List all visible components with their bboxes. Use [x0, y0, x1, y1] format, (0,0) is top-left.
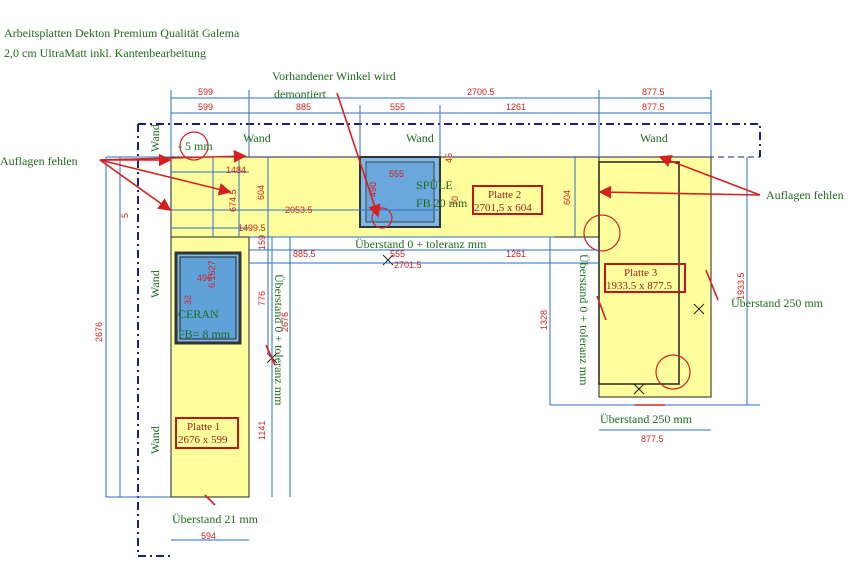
auflagen-right-note: Auflagen fehlen: [766, 188, 844, 202]
plate-3-name: Platte 3: [624, 267, 658, 279]
dim-1141: 1141: [257, 421, 267, 440]
plate-2-size: 2701,5 x 604: [474, 202, 532, 214]
dim-1328: 1328: [539, 310, 549, 330]
dim-674-5: 674.5: [228, 189, 238, 212]
title-line-1: Arbeitsplatten Dekton Premium Qualität G…: [4, 26, 240, 40]
wall-outline: [137, 123, 761, 557]
dim-1933-5: 1933.5: [736, 272, 746, 300]
dim-877-5-a: 877.5: [642, 87, 665, 97]
plate-2-name: Platte 2: [488, 189, 521, 201]
dim-776: 776: [257, 291, 267, 306]
dim-885: 885: [296, 102, 311, 112]
overhang-vertical-right: Überstand 0 + toleranz mm: [577, 254, 591, 386]
winkel-note-line2: demontiert: [274, 87, 327, 101]
dim-490: 490: [368, 182, 378, 197]
dim-599-a: 599: [198, 87, 213, 97]
minus-5mm-note: - 5 mm: [178, 139, 213, 153]
dim-1484: 1484: [226, 165, 246, 175]
ceran-label: CERAN: [178, 307, 219, 321]
wall-label-top-2: Wand: [406, 131, 434, 145]
dim-2053-5: 2053.5: [285, 205, 313, 215]
dim-877-5-b: 877.5: [642, 102, 665, 112]
dim-45: 45: [444, 153, 454, 163]
wall-label-top-3: Wand: [640, 131, 668, 145]
dim-496: 496: [197, 273, 212, 283]
plate-1-label-box: [175, 417, 239, 449]
dim-32: 32: [183, 295, 193, 305]
plate-2-label-box: [472, 185, 543, 215]
plate-3-size: 1933.5 x 877.5: [606, 280, 673, 292]
dim-594: 594: [201, 531, 216, 541]
dim-877-5-c: 877.5: [641, 434, 664, 444]
dim-2676-b: 2676: [280, 312, 290, 332]
dim-2700-5: 2700.5: [467, 87, 495, 97]
dim-70: 70: [450, 196, 460, 206]
plate-1-size: 2676 x 599: [178, 434, 228, 446]
plate-1-name: Platte 1: [187, 421, 220, 433]
wall-label-left-3: Wand: [148, 426, 162, 454]
plate-3-base-outline: [598, 161, 680, 385]
ceran-fb-label: FB= 8 mm: [178, 327, 231, 341]
wall-label-top-1: Wand: [243, 131, 271, 145]
auflagen-left-note: Auflagen fehlen: [0, 154, 78, 168]
dim-159: 159: [257, 235, 267, 250]
dim-885-5: 885.5: [293, 249, 316, 259]
dim-5: 5: [120, 213, 130, 218]
dim-1261-a: 1261: [506, 102, 526, 112]
title-line-2: 2,0 cm UltraMatt inkl. Kantenbearbeitung: [4, 46, 206, 60]
dim-555-c: 555: [389, 169, 404, 179]
dim-599-b: 599: [198, 102, 213, 112]
dim-2701-5: 2701.5: [394, 260, 422, 270]
winkel-note-line1: Vorhandener Winkel wird: [272, 69, 396, 83]
overhang-right: Überstand 250 mm: [731, 296, 824, 310]
overhang-bottom-right: Überstand 250 mm: [600, 412, 693, 426]
plate-3-label-box: [604, 263, 686, 293]
dim-555-b: 555: [390, 249, 405, 259]
dim-1499-5: 1499.5: [238, 223, 266, 233]
dim-604-b: 604: [562, 190, 572, 205]
wall-label-left-2: Wand: [148, 270, 162, 298]
overhang-middle: Überstand 0 + toleranz mm: [355, 237, 487, 251]
sink-label: SPÜLE: [416, 178, 453, 192]
overhang-bottom-left: Überstand 21 mm: [172, 512, 259, 526]
sink-fb-label: FB 20 mm: [416, 196, 468, 210]
dim-6-1627: 6.1627: [207, 260, 217, 288]
dim-1261-b: 1261: [506, 249, 526, 259]
dim-2676-a: 2676: [94, 322, 104, 342]
wall-label-left-1: Wand: [148, 124, 162, 152]
overhang-vertical-left: Überstand 0 + toleranz mm: [272, 274, 286, 406]
dim-604-a: 604: [256, 185, 266, 200]
dim-555-a: 555: [390, 102, 405, 112]
